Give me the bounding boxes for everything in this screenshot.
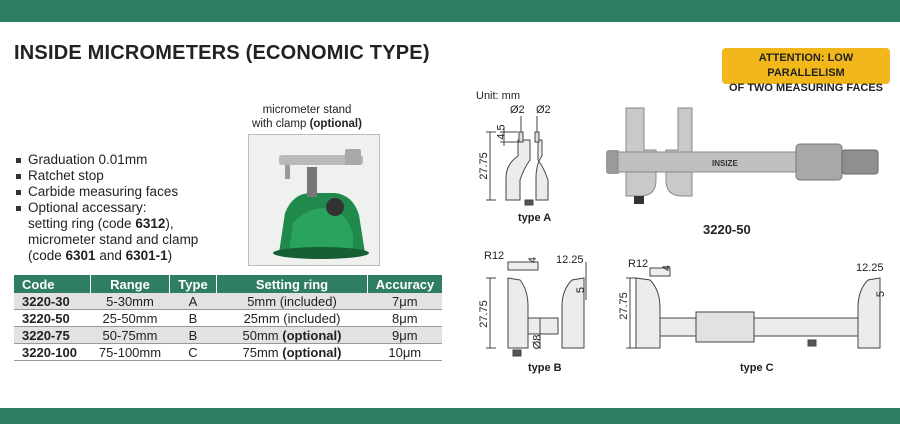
feature-list: Graduation 0.01mm Ratchet stop Carbide m… [16,152,198,264]
feature-item: Graduation 0.01mm [16,152,198,168]
attention-line-2: OF TWO MEASURING FACES [729,82,883,94]
stand-photo [248,134,380,266]
feature-item: Carbide measuring faces [16,184,198,200]
dim-height-b: 5 [575,286,588,294]
dim-radius-b: R12 [484,250,505,262]
dim-radius-c: R12 [628,258,649,270]
table-row: 3220-100 75-100mm C 75mm (optional) 10μm [14,343,442,361]
type-b-label: type B [528,362,562,374]
dim-width-b: 12.25 [556,254,584,266]
accessory-line: micrometer stand and clamp [28,232,199,247]
micrometer-photo: INSIZE [606,107,879,204]
accessory-line: (code 6301 and 6301-1) [28,248,173,263]
dim-length-c: 27.75 [617,292,630,320]
dim-dia-b: Ø8 [531,334,544,350]
column-header: Code [14,275,91,293]
model-label: 3220-50 [703,222,751,237]
column-header: Setting ring [216,275,368,293]
page-title: INSIDE MICROMETERS (ECONOMIC TYPE) [14,42,430,64]
bottom-band [0,408,900,424]
brand-mark: INSIZE [712,159,738,168]
table-row: 3220-30 5-30mm A 5mm (included) 7μm [14,293,442,310]
attention-line-1: ATTENTION: LOW PARALLELISM [758,52,854,79]
dim-length-b: 27.75 [477,300,490,328]
dim-height-a-2: 27.75 [477,152,490,180]
type-b-drawing [486,261,587,357]
dim-height-c: 5 [875,290,888,298]
type-a-label: type A [518,212,552,224]
dim-dia-1: Ø2 [510,104,525,116]
table-row: 3220-75 50-75mm B 50mm (optional) 9μm [14,326,442,344]
accessory-line: setting ring (code 6312), [28,216,174,231]
table-row: 3220-50 25-50mm B 25mm (included) 8μm [14,309,442,327]
feature-item: Optional accessary: [16,200,198,216]
dim-width-c: 12.25 [856,262,884,274]
column-header: Range [90,275,170,293]
dim-dia-2: Ø2 [536,104,551,116]
unit-label: Unit: mm [476,90,520,102]
type-c-label: type C [740,362,774,374]
type-a-drawing [486,116,549,206]
dim-height-a-1: 4.5 [495,124,508,140]
stand-caption: micrometer stand with clamp (optional) [252,104,362,130]
column-header: Accuracy [367,275,442,293]
dim-thickness-b: 4 [527,256,540,264]
column-header: Type [169,275,217,293]
top-band [0,0,900,22]
attention-badge: ATTENTION: LOW PARALLELISM OF TWO MEASUR… [722,48,890,94]
dim-thickness-c: 4 [661,264,674,272]
table-header-row: Code Range Type Setting ring Accuracy [14,275,442,293]
type-c-drawing [626,267,881,349]
spec-table: Code Range Type Setting ring Accuracy 32… [14,275,442,361]
feature-item: Ratchet stop [16,168,198,184]
